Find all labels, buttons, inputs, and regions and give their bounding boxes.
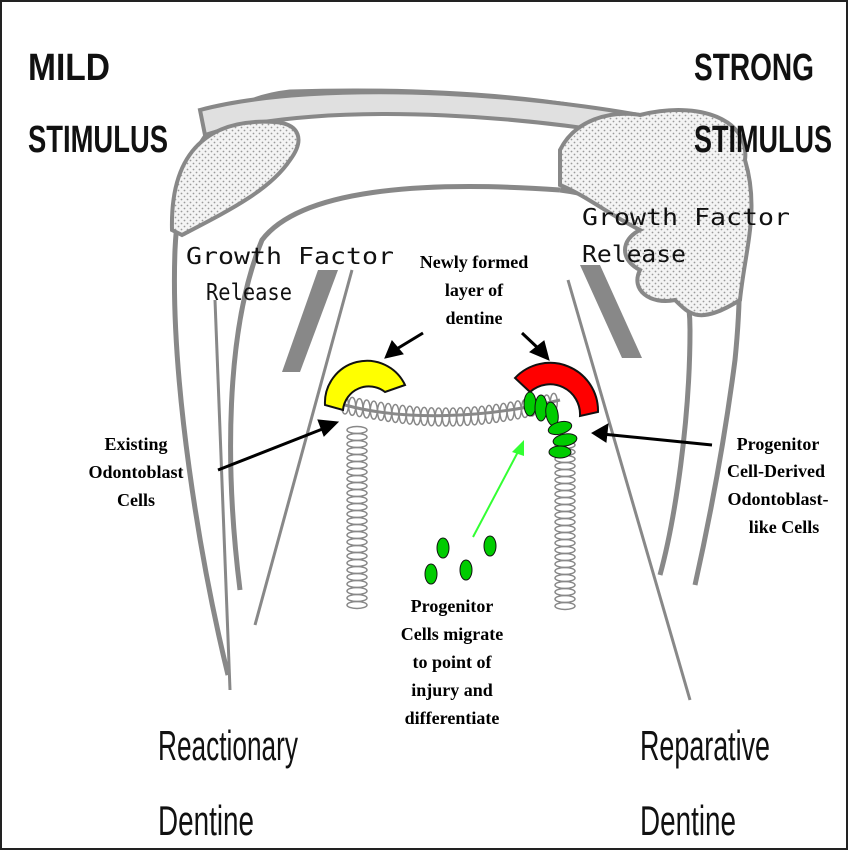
migrate-line1: Progenitor [411, 596, 494, 616]
migrate-line5: differentiate [405, 708, 500, 728]
newly-formed-line3: dentine [445, 308, 502, 328]
reparative-line1: Reparative [640, 722, 770, 769]
migrate-line3: to point of [412, 652, 492, 672]
reparative-line2: Dentine [640, 797, 736, 844]
gf-left-line1: Growth Factor [186, 244, 394, 270]
existing-cells-line1: Existing [104, 434, 167, 454]
reactionary-line1: Reactionary [158, 722, 298, 769]
strong-label-line2: STIMULUS [694, 119, 832, 161]
progenitor-derived-line2: Cell-Derived [727, 461, 825, 481]
progenitor-cell [524, 392, 536, 416]
progenitor-derived-line4: like Cells [749, 517, 820, 537]
progenitor-cell [460, 560, 472, 580]
progenitor-cell [425, 564, 437, 584]
progenitor-cell [437, 538, 449, 558]
progenitor-derived-line1: Progenitor [737, 434, 820, 454]
gf-right-line2: Release [582, 242, 686, 268]
reactionary-line2: Dentine [158, 797, 254, 844]
mild-label-line1: MILD [28, 47, 110, 89]
progenitor-derived-line3: Odontoblast- [727, 489, 828, 509]
progenitor-cell [484, 536, 496, 556]
progenitor-cell [535, 395, 547, 421]
strong-label-line1: STRONG [694, 47, 814, 89]
mild-label-line2: STIMULUS [28, 119, 168, 161]
gf-right-line1: Growth Factor [582, 205, 790, 231]
progenitor-cell [549, 446, 571, 458]
newly-formed-line2: layer of [445, 280, 504, 300]
newly-formed-line1: Newly formed [420, 252, 528, 272]
migrate-line2: Cells migrate [401, 624, 503, 644]
migrate-line4: injury and [411, 680, 493, 700]
existing-cells-line2: Odontoblast [88, 462, 183, 482]
gf-left-line2: Release [206, 280, 292, 306]
existing-cells-line3: Cells [117, 490, 155, 510]
